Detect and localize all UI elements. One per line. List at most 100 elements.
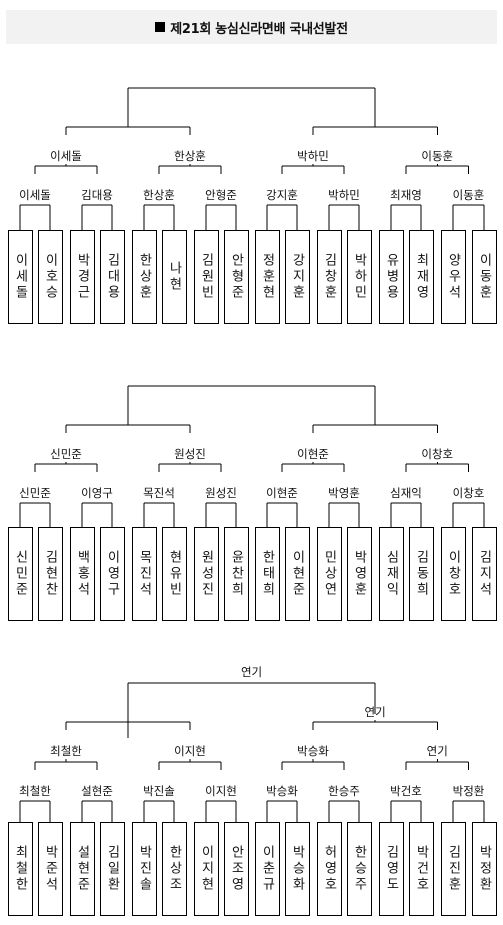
player-name: 이호승: [42, 253, 58, 301]
player-box: 이창호: [440, 527, 466, 621]
square-bullet-icon: [155, 22, 166, 32]
player-box: 박준석: [37, 822, 63, 916]
player-name: 이동훈: [476, 253, 492, 301]
player-box: 강지훈: [284, 230, 310, 324]
player-name: 김일환: [104, 845, 120, 893]
player-name: 박건호: [413, 845, 429, 893]
player-name: 유병용: [383, 253, 399, 301]
player-box: 김지석: [471, 527, 497, 621]
player-box: 김대용: [99, 230, 125, 324]
player-box: 정훈현: [254, 230, 280, 324]
quarter-winner-label: 설현준: [81, 784, 113, 798]
player-name: 민상연: [321, 550, 337, 598]
player-name: 최철한: [12, 845, 28, 893]
player-box: 최재영: [408, 230, 434, 324]
player-name: 한태희: [259, 550, 275, 598]
quarter-winner-label: 신민준: [19, 486, 51, 500]
player-box: 최철한: [7, 822, 33, 916]
player-box: 김영도: [378, 822, 404, 916]
player-box: 한상훈: [131, 230, 157, 324]
quarter-winner-label: 박정환: [453, 784, 485, 798]
player-name: 양우석: [445, 253, 461, 301]
player-name: 허영호: [321, 845, 337, 893]
player-name: 김지석: [476, 550, 492, 598]
semi-winner-label: 한상훈: [174, 149, 206, 163]
player-box: 박하민: [346, 230, 372, 324]
quarter-winner-label: 박하민: [328, 188, 360, 202]
quarter-winner-label: 김대용: [81, 188, 113, 202]
semi-winner-label: 박하민: [297, 149, 329, 163]
semi-winner-label: 이현준: [297, 447, 329, 461]
semi-winner-label: 이지현: [174, 744, 206, 758]
quarter-winner-label: 이현준: [266, 486, 298, 500]
player-name: 박영훈: [351, 550, 367, 598]
player-name: 최재영: [413, 253, 429, 301]
quarter-winner-label: 이동훈: [453, 188, 485, 202]
quarter-winner-label: 박건호: [390, 784, 422, 798]
player-box: 박건호: [408, 822, 434, 916]
player-box: 이지현: [193, 822, 219, 916]
player-name: 백홍석: [74, 550, 90, 598]
player-name: 박준석: [42, 845, 58, 893]
player-box: 민상연: [316, 527, 342, 621]
player-box: 이영구: [99, 527, 125, 621]
player-name: 김대용: [104, 253, 120, 301]
quarter-winner-label: 이영구: [81, 486, 113, 500]
player-box: 박경근: [69, 230, 95, 324]
quarter-winner-label: 심재익: [390, 486, 422, 500]
player-box: 설현준: [69, 822, 95, 916]
player-name: 박하민: [351, 253, 367, 301]
player-name: 이세돌: [12, 253, 28, 301]
semi-winner-label: 이창호: [421, 447, 453, 461]
player-name: 현유빈: [166, 550, 182, 598]
semi-winner-label: 원성진: [174, 447, 206, 461]
quarter-winner-label: 한승주: [328, 784, 360, 798]
quarter-winner-label: 박진솔: [143, 784, 175, 798]
title-bar: 제21회 농심신라면배 국내선발전: [6, 10, 497, 44]
quarter-winner-label: 안형준: [205, 188, 237, 202]
player-box: 원성진: [193, 527, 219, 621]
player-name: 이창호: [445, 550, 461, 598]
player-box: 한태희: [254, 527, 280, 621]
player-box: 나현: [161, 230, 187, 324]
player-box: 박승화: [284, 822, 310, 916]
player-name: 박정환: [476, 845, 492, 893]
player-box: 이호승: [37, 230, 63, 324]
player-box: 이춘규: [254, 822, 280, 916]
player-name: 심재익: [383, 550, 399, 598]
player-box: 박영훈: [346, 527, 372, 621]
player-name: 이현준: [289, 550, 305, 598]
quarter-winner-label: 박영훈: [328, 486, 360, 500]
player-name: 이지현: [198, 845, 214, 893]
player-box: 김창훈: [316, 230, 342, 324]
quarter-winner-label: 목진석: [143, 486, 175, 500]
quarter-winner-label: 원성진: [205, 486, 237, 500]
player-name: 강지훈: [289, 253, 305, 301]
quarter-winner-label: 이지현: [205, 784, 237, 798]
player-box: 현유빈: [161, 527, 187, 621]
player-name: 김영도: [383, 845, 399, 893]
player-box: 안형준: [223, 230, 249, 324]
player-name: 한승주: [351, 845, 367, 893]
player-name: 윤찬희: [228, 550, 244, 598]
player-box: 이현준: [284, 527, 310, 621]
player-name: 한상조: [166, 845, 182, 893]
player-box: 윤찬희: [223, 527, 249, 621]
player-name: 이춘규: [259, 845, 275, 893]
player-box: 목진석: [131, 527, 157, 621]
player-box: 신민준: [7, 527, 33, 621]
player-box: 허영호: [316, 822, 342, 916]
player-name: 박경근: [74, 253, 90, 301]
player-name: 정훈현: [259, 253, 275, 301]
player-name: 신민준: [12, 550, 28, 598]
player-name: 목진석: [136, 550, 152, 598]
final-label: 연기: [241, 665, 262, 679]
player-name: 이영구: [104, 550, 120, 598]
half-label: 연기: [365, 705, 386, 719]
semi-winner-label: 연기: [427, 744, 448, 758]
player-box: 김진훈: [440, 822, 466, 916]
player-name: 설현준: [74, 845, 90, 893]
player-box: 이동훈: [471, 230, 497, 324]
player-name: 김현찬: [42, 550, 58, 598]
